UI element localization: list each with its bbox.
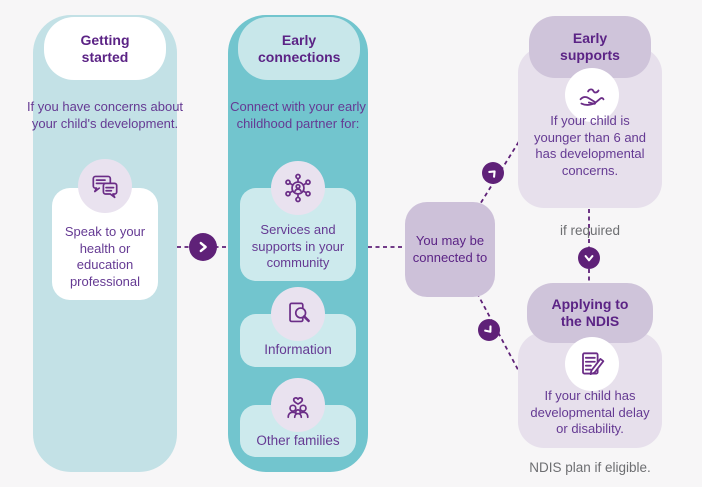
- early-connections-title: Early connections: [258, 31, 341, 65]
- information-card: Information: [240, 287, 356, 367]
- early-supports-box: Early supports If your child is younger …: [518, 16, 662, 208]
- early-connections-column: Early connections Connect with your earl…: [228, 15, 368, 472]
- application-form-icon: [565, 337, 619, 391]
- you-may-be-connected-label: You may be connected to: [412, 232, 488, 265]
- arrow-down-icon: [578, 247, 600, 269]
- applying-ndis-title-pill: Applying to the NDIS: [527, 283, 653, 343]
- early-supports-body: If your child is younger than 6 and has …: [533, 113, 647, 178]
- applying-ndis-box: Applying to the NDIS If your child has d…: [518, 283, 662, 448]
- arrow-down-right-icon: [478, 319, 500, 341]
- early-supports-title: Early supports: [560, 30, 620, 63]
- early-connections-title-pill: Early connections: [238, 17, 360, 80]
- early-supports-title-pill: Early supports: [529, 16, 651, 78]
- applying-ndis-body: If your child has developmental delay or…: [530, 388, 650, 437]
- community-network-icon: [271, 161, 325, 215]
- getting-started-title: Getting started: [80, 31, 130, 65]
- early-connections-intro: Connect with your early childhood partne…: [230, 99, 366, 131]
- getting-started-column: Getting started If you have concerns abo…: [27, 15, 183, 472]
- other-families-label: Other families: [256, 433, 340, 448]
- arrow-right-icon: [189, 233, 217, 261]
- getting-started-intro: If you have concerns about your child's …: [26, 99, 184, 131]
- getting-started-title-pill: Getting started: [44, 17, 166, 80]
- speak-to-professional-card: Speak to your health or education profes…: [52, 159, 158, 300]
- information-label: Information: [264, 342, 332, 357]
- applying-ndis-title: Applying to the NDIS: [551, 296, 629, 329]
- speak-to-professional-label: Speak to your health or education profes…: [64, 224, 146, 289]
- services-supports-label: Services and supports in your community: [251, 222, 345, 271]
- arrow-up-right-icon: [482, 162, 504, 184]
- families-icon: [271, 378, 325, 432]
- other-families-card: Other families: [240, 378, 356, 457]
- helping-hand-icon: [565, 68, 619, 122]
- information-search-icon: [271, 287, 325, 341]
- if-required-note: if required: [559, 223, 621, 238]
- chat-icon: [78, 159, 132, 213]
- you-may-be-connected-box: You may be connected to: [405, 202, 495, 297]
- ndis-plan-footnote: NDIS plan if eligible.: [529, 460, 651, 475]
- services-supports-card: Services and supports in your community: [240, 161, 356, 281]
